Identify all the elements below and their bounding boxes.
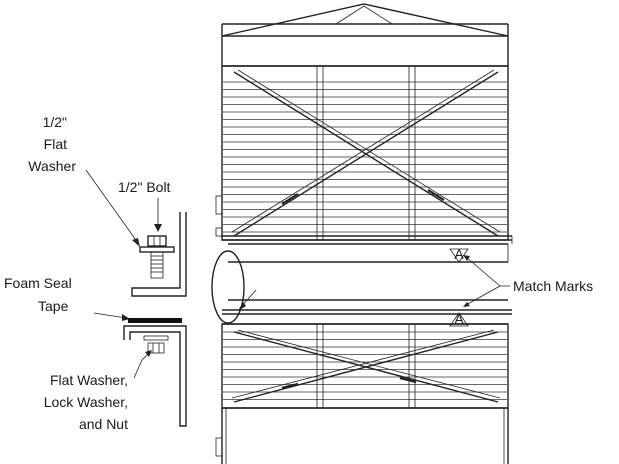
label-foam-seal-line2: Tape: [38, 298, 69, 314]
lower-louver-slats: [223, 331, 507, 400]
label-foam-seal-line1: Foam Seal: [4, 275, 72, 291]
match-mark-top-letter: A: [454, 246, 464, 262]
lower-section: [215, 309, 512, 464]
match-mark-bottom-letter: A: [454, 311, 464, 327]
label-flat-washer-size: 1/2": [43, 114, 67, 130]
label-hardware-line3: and Nut: [79, 416, 128, 432]
lower-bracket: [123, 325, 187, 427]
label-hardware-line1: Flat Washer,: [50, 372, 128, 388]
upper-section: [215, 65, 513, 244]
seal-arrow: [238, 289, 257, 311]
label-bolt: 1/2" Bolt: [118, 179, 171, 195]
nut-assembly: [143, 335, 169, 354]
leader-lines: [85, 169, 510, 379]
match-mark-top: A: [449, 246, 469, 263]
label-flat-washer-line2: Washer: [28, 158, 76, 174]
connecting-duct: [211, 243, 509, 324]
hardware-detail: [85, 169, 510, 427]
label-match-marks: Match Marks: [513, 278, 593, 294]
bolt: [139, 235, 175, 279]
tower: A A: [211, 3, 513, 464]
label-hardware-line2: Lock Washer,: [44, 394, 128, 410]
upper-louver-slats: [223, 81, 507, 233]
labels: 1/2" Flat Washer 1/2" Bolt Foam Seal Tap…: [4, 114, 593, 432]
tower-roof: [221, 3, 509, 67]
foam-seal-tape: [128, 318, 182, 323]
upper-bracket: [131, 212, 187, 297]
match-mark-bottom: A: [449, 311, 469, 327]
label-flat-washer-line1: Flat: [44, 136, 67, 152]
